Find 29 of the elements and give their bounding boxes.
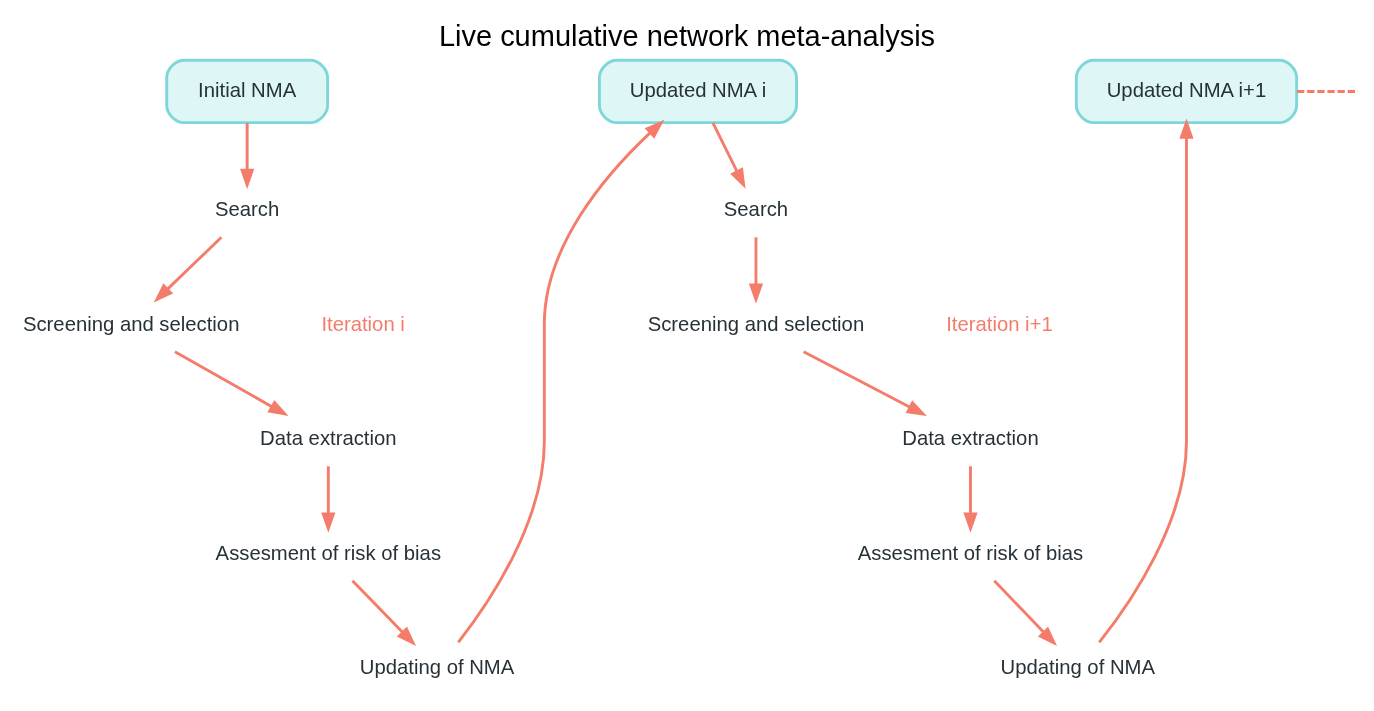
arrow [963,465,978,533]
node-box: Updated NMA i [597,58,798,124]
arrow [993,579,1058,646]
node-text: Search [723,197,789,220]
arrow [748,236,764,304]
node-box: Updated NMA i+1 [1074,58,1299,124]
diagram-title: Live cumulative network meta-analysis [438,19,936,52]
arrow [1098,117,1194,643]
arrow [351,579,417,646]
label: Iteration i [321,312,405,335]
node-text: Data extraction [902,426,1039,449]
arrow [711,121,746,189]
label: Iteration i+1 [946,312,1053,335]
node-text: Search [215,197,280,220]
node-text: Assesment of risk of bias [215,541,442,564]
node-text: Screening and selection [22,312,240,335]
node-text: Data extraction [260,426,397,449]
arrow [802,350,927,416]
node-box: Initial NMA [165,58,330,124]
arrow [457,119,665,643]
arrow [153,235,223,302]
arrow [174,350,289,416]
arrow [240,122,255,189]
node-text: Assesment of risk of bias [857,541,1084,564]
node-text: Screening and selection [647,312,865,335]
arrow [321,465,336,533]
connector [1297,89,1358,93]
node-text: Updating of NMA [1000,655,1155,678]
node-text: Updating of NMA [359,655,515,678]
